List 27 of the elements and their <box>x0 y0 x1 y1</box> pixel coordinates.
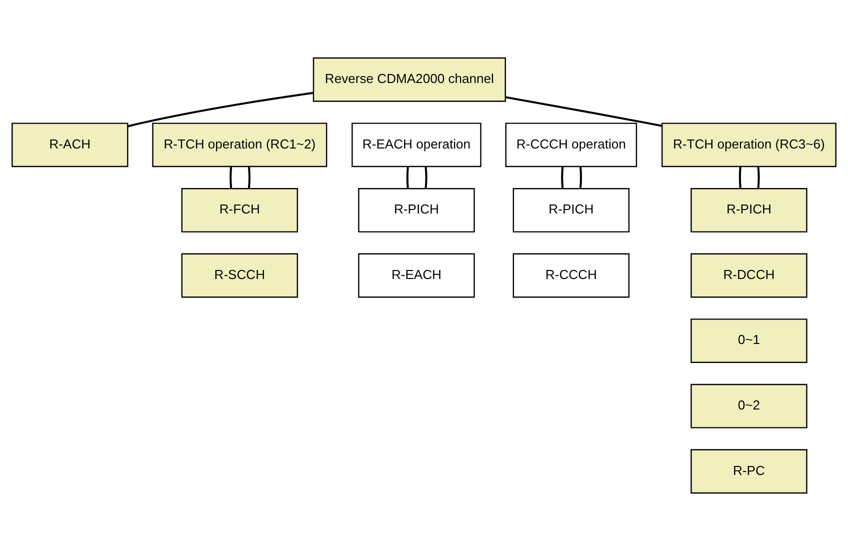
node-box: R-ACH <box>12 122 128 168</box>
connector <box>230 166 232 188</box>
connector <box>505 96 662 127</box>
node-box: R-CCCH operation <box>505 122 638 168</box>
node-box: R-PC <box>690 449 808 494</box>
node-box: 0~1 <box>690 318 808 363</box>
node-box: R-PICH <box>358 188 475 232</box>
node-box: R-FCH <box>181 188 298 232</box>
node-box: R-TCH operation (RC3~6) <box>661 122 836 168</box>
node-box: R-EACH <box>358 253 475 298</box>
node-box: R-PICH <box>512 188 630 232</box>
connector <box>127 92 314 128</box>
connector <box>757 166 760 188</box>
node-box: R-SCCH <box>181 253 298 298</box>
node-box: R-CCCH <box>512 253 630 298</box>
node-box: R-EACH operation <box>352 122 482 168</box>
connector <box>738 166 742 188</box>
connector <box>579 166 582 188</box>
connector <box>248 166 250 188</box>
connector <box>561 166 564 188</box>
node-box: 0~2 <box>690 384 808 428</box>
node-box: R-DCCH <box>690 253 808 298</box>
node-box: R-PICH <box>690 188 808 232</box>
node-box: Reverse CDMA2000 channel <box>312 57 506 102</box>
connector <box>424 166 428 188</box>
node-box: R-TCH operation (RC1~2) <box>152 122 328 168</box>
connector <box>406 166 409 188</box>
